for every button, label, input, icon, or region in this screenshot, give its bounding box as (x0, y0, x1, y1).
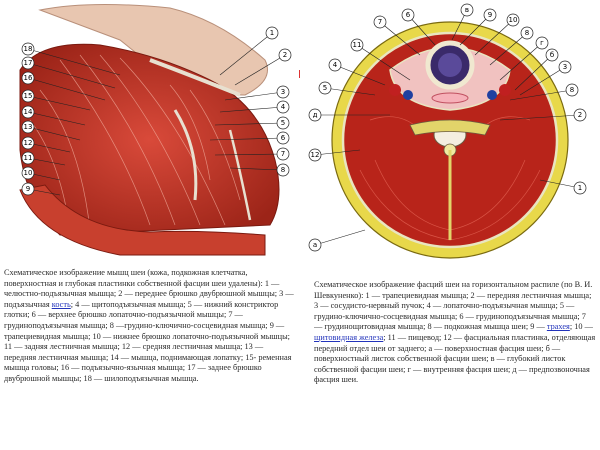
label-12: 12 (24, 139, 33, 147)
label-10: 10 (509, 16, 518, 24)
left-caption-text-before: Схематическое изображение мышц шеи (кожа… (4, 268, 294, 309)
right-caption-text-before: Схематическое изображение фасций шеи на … (314, 280, 593, 332)
left-figure-labels-left: 18 17 16 15 14 13 12 11 10 9 (21, 42, 35, 196)
label-4: 4 (333, 61, 338, 69)
label-8: 8 (525, 29, 529, 37)
label-д: д (313, 111, 318, 119)
right-caption-text-after: ; 11 — пищевод; 12 — фасциальная пластин… (314, 332, 596, 385)
label-4: 4 (281, 103, 286, 111)
label-18: 18 (24, 45, 33, 53)
label-5: 5 (281, 119, 285, 127)
label-2: 2 (578, 111, 582, 119)
label-8b: 8 (570, 86, 574, 94)
neck-cross-section-illustration: 7 6 в 9 10 8 г б 3 11 4 5 д 8 2 12 1 а (308, 3, 587, 259)
label-6: 6 (406, 11, 411, 19)
label-8: 8 (281, 166, 285, 174)
label-3: 3 (563, 63, 567, 71)
bone-link[interactable]: кость (51, 299, 71, 309)
left-figure-labels-right: 1 2 3 4 5 6 7 8 (265, 26, 292, 177)
label-в: в (465, 6, 469, 14)
left-figure-caption: Схематическое изображение мышц шеи (кожа… (4, 268, 294, 448)
label-2: 2 (283, 51, 287, 59)
right-figure-caption: Схематическое изображение фасций шеи на … (314, 280, 596, 448)
label-а: а (313, 241, 317, 249)
right-figure-labels: 7 6 в 9 10 8 г б 3 11 4 5 д 8 2 12 1 а (308, 3, 587, 252)
label-9: 9 (488, 11, 492, 19)
neck-muscles-illustration: 1 2 3 4 5 6 7 8 18 17 16 15 14 13 12 11 … (19, 3, 292, 256)
label-5: 5 (323, 84, 327, 92)
label-7: 7 (378, 18, 382, 26)
label-1: 1 (270, 29, 274, 37)
left-caption-text-after: ; 4 — щитоподъязычная мышца; 5 — нижний … (4, 299, 292, 383)
label-11: 11 (353, 41, 362, 49)
label-13: 13 (24, 123, 33, 131)
label-17: 17 (24, 59, 33, 67)
right-caption-text-middle: ; 10 — (569, 322, 593, 332)
label-6: 6 (281, 134, 286, 142)
label-12: 12 (311, 151, 320, 159)
label-15: 15 (24, 92, 33, 100)
label-16: 16 (24, 74, 33, 82)
label-1: 1 (578, 184, 582, 192)
label-б: б (550, 51, 554, 59)
divider-mark (299, 70, 300, 78)
trachea-link[interactable]: трахея (546, 322, 570, 332)
label-14: 14 (24, 108, 33, 116)
label-г: г (540, 39, 544, 47)
label-3: 3 (281, 88, 285, 96)
thyroid-link[interactable]: щитовидная железа (314, 332, 384, 342)
label-11: 11 (24, 154, 33, 162)
label-7: 7 (281, 150, 285, 158)
label-9: 9 (26, 185, 30, 193)
label-10: 10 (24, 169, 33, 177)
